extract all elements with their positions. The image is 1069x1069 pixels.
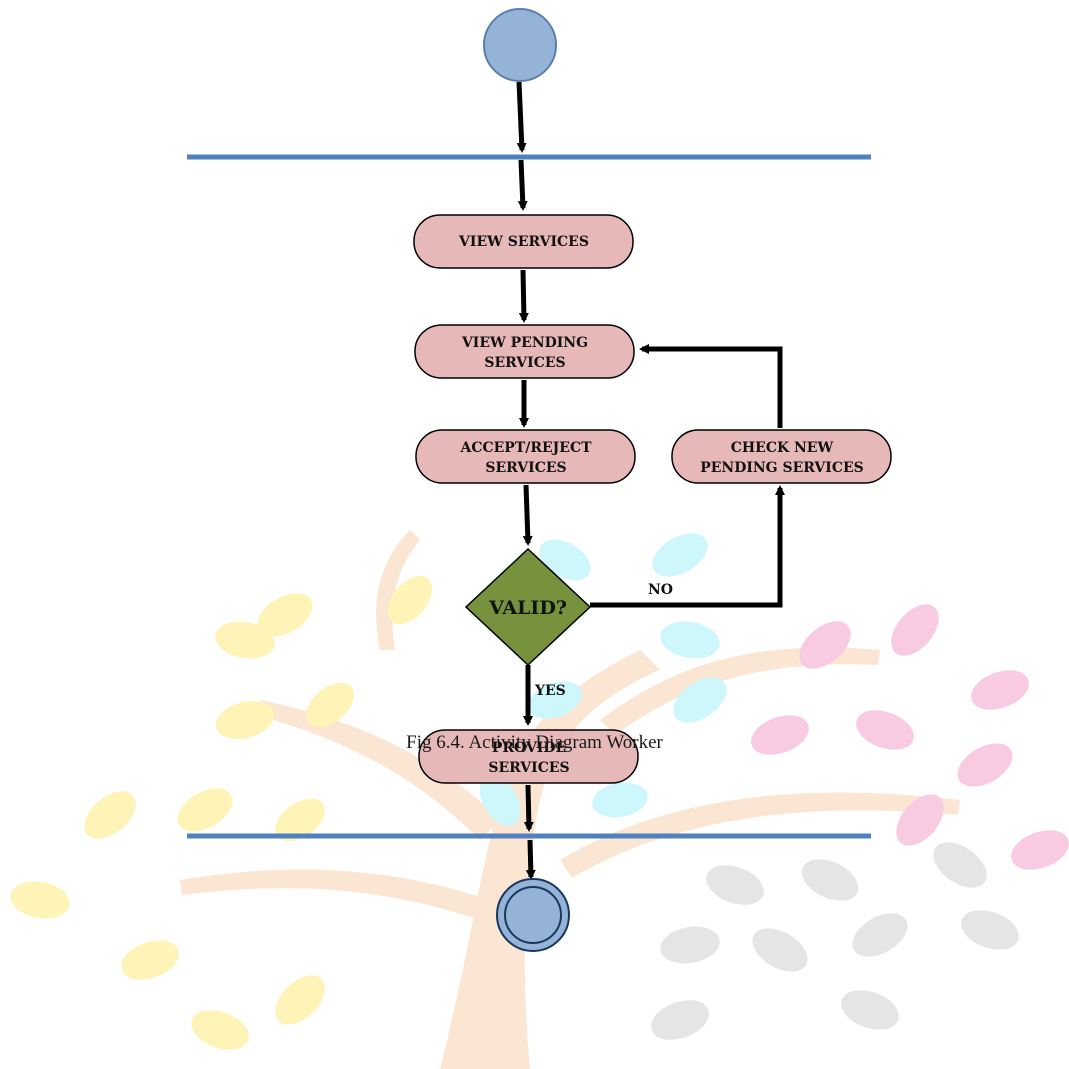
figure-caption: Fig 6.4. Activity Diagram Worker [406,732,663,753]
edge-provide-to-bar [523,784,534,832]
edge-bar-to-end [525,839,536,880]
watermark-trunk [440,650,660,1069]
watermark-leaf [275,798,325,842]
watermark-leaf [10,881,70,919]
watermark-leaf [215,621,275,659]
watermark-leaf [191,1010,249,1050]
edge-accept-to-decision [522,484,533,546]
watermark-leaf [539,539,591,581]
branch-label-yes: YES [534,683,566,699]
watermark-leaf [257,593,313,637]
edge-start-to-bar [516,81,527,153]
watermark-leaf [752,928,808,972]
activity-provide-label-line1: PROVIDE [492,740,566,756]
activity-check-new-label-line1: CHECK NEW [731,440,834,456]
watermark-leaf [84,791,136,839]
activity-accept-reject-label-line1: ACCEPT/REJECT [459,440,592,456]
watermark-leaf [673,677,727,723]
activity-view-pending-label-line1: VIEW PENDING [461,335,588,351]
watermark-leaf [660,621,720,659]
activity-check-new-label-line2: PENDING SERVICES [700,460,864,476]
edge-view-services-to-pending [518,269,529,323]
watermark-leaf [305,682,355,728]
activity-view-pending-services: VIEW PENDING SERVICES [414,324,635,379]
activity-accept-reject-services: ACCEPT/REJECT SERVICES [415,429,636,484]
watermark [10,530,1069,1069]
watermark-branch-right [600,647,880,735]
edge-bar-to-view-services [517,159,528,211]
final-node [496,878,570,952]
watermark-leaf [841,990,899,1030]
activity-accept-reject-label-line2: SERVICES [485,460,566,476]
decision-valid: VALID? [464,547,592,667]
watermark-branch-left-low [180,869,490,920]
watermark-leaf [479,774,521,826]
watermark-leaf [275,975,325,1025]
watermark-leaf [177,788,233,832]
watermark-branch-upper [376,530,420,650]
activity-check-new-pending-services: CHECK NEW PENDING SERVICES [671,429,892,484]
watermark-leaf [215,700,275,740]
watermark-leaf [801,859,859,901]
watermark-leaf [891,604,939,656]
activity-view-pending-label-line2: SERVICES [484,355,565,371]
watermark-leaf [971,670,1029,710]
activity-view-services: VIEW SERVICES [413,214,634,269]
watermark-leaf [856,710,914,750]
watermark-leaf [933,842,987,888]
watermark-leaf [651,1000,709,1040]
watermark-leaf [1011,830,1069,870]
activity-provide-label-line2: SERVICES [488,760,569,776]
watermark-leaf [592,782,648,818]
decision-valid-label: VALID? [488,597,567,619]
watermark-branch-left [255,700,500,840]
branch-label-no: NO [648,582,673,598]
activity-provide-services: PROVIDE SERVICES [418,729,639,784]
watermark-leaf [387,575,433,625]
watermark-leaf [751,715,809,755]
watermark-leaf [121,940,179,980]
edge-check-to-pending [639,344,783,428]
watermark-leaf [961,910,1019,950]
watermark-leaf [852,913,908,957]
watermark-leaf [957,743,1013,787]
initial-node [483,8,557,82]
activity-view-services-label: VIEW SERVICES [458,234,589,250]
watermark-leaf [799,621,851,669]
watermark-leaf [706,865,764,905]
edge-decision-no-to-check [590,485,785,608]
watermark-leaf [896,794,944,846]
watermark-leaf [660,926,720,964]
watermark-leaf [528,681,582,719]
watermark-leaf [652,533,708,577]
